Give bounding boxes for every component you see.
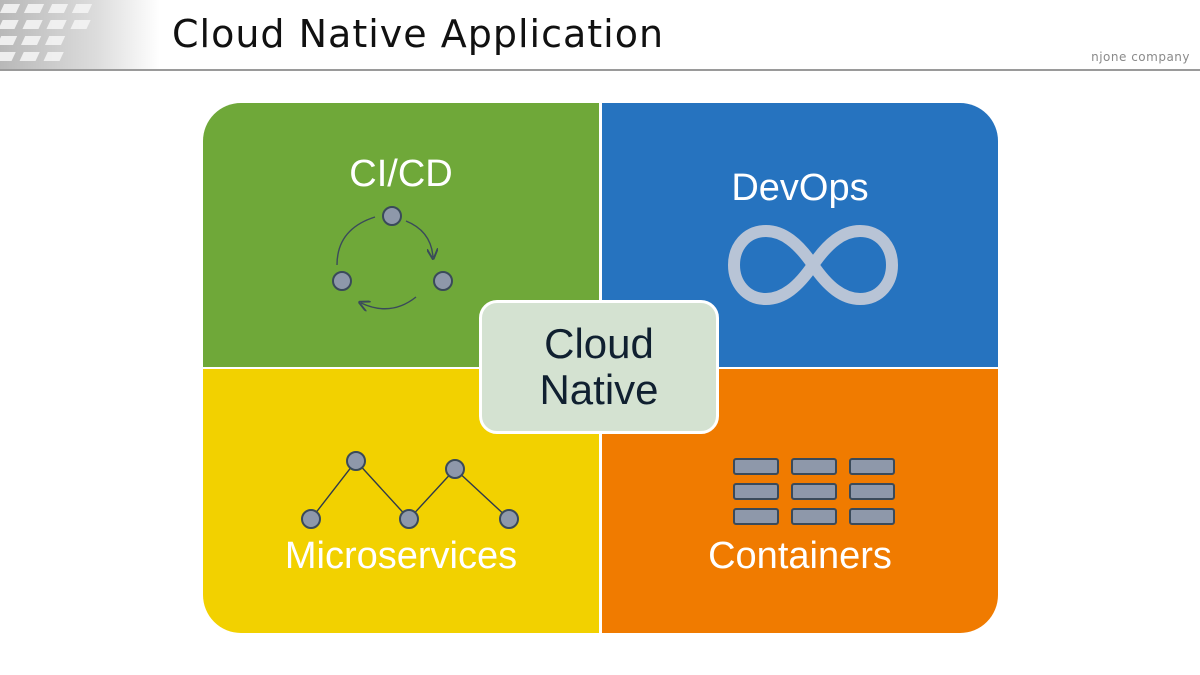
center-label-line2: Native <box>539 366 659 413</box>
cloud-native-diagram: CI/CD DevOps M <box>203 103 998 633</box>
slide-title: Cloud Native Application <box>172 12 665 56</box>
container-grid-icon <box>733 458 895 525</box>
keyboard-graphic-icon <box>0 0 160 70</box>
quadrant-label-containers: Containers <box>708 535 892 577</box>
center-cloud-native-box: Cloud Native <box>479 300 719 434</box>
quadrant-label-devops: DevOps <box>731 167 869 209</box>
quadrant-label-cicd: CI/CD <box>349 153 453 195</box>
connected-nodes-icon <box>301 451 519 529</box>
infinity-icon <box>728 225 898 305</box>
center-label-line1: Cloud <box>544 320 654 367</box>
slide-header: Cloud Native Application njone company <box>0 0 1200 71</box>
company-watermark: njone company <box>1091 50 1190 64</box>
cycle-arrows-icon <box>332 206 453 319</box>
header-divider <box>0 69 1200 71</box>
quadrant-label-microservices: Microservices <box>284 535 518 577</box>
